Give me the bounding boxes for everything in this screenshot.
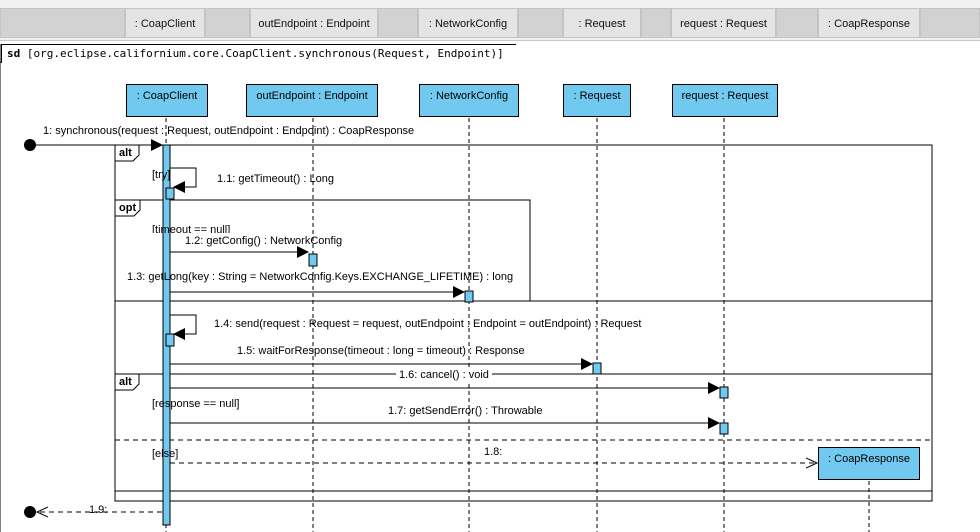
alt-inner-operator: alt bbox=[119, 376, 132, 388]
header-tab-networkconfig[interactable]: : NetworkConfig bbox=[418, 8, 518, 38]
message-1-1-arrow[interactable] bbox=[170, 167, 197, 193]
message-1-7-label: 1.7: getSendError() : Throwable bbox=[388, 405, 543, 417]
header-gap bbox=[378, 8, 418, 38]
message-1-4-arrow[interactable] bbox=[170, 314, 197, 340]
guard-else: [else] bbox=[152, 448, 179, 460]
lifeline-head-coapclient[interactable]: : CoapClient bbox=[126, 84, 208, 117]
header-gap bbox=[205, 8, 250, 38]
opt-operator: opt bbox=[119, 202, 137, 214]
message-1-6-label: 1.6: cancel() : void bbox=[396, 369, 492, 381]
header-gap bbox=[641, 8, 671, 38]
lifeline-head-request[interactable]: : Request bbox=[563, 84, 631, 117]
alt-inner-tab bbox=[115, 374, 140, 391]
activation-coapclient-1-4[interactable] bbox=[165, 333, 175, 347]
lifeline-head-networkconfig[interactable]: : NetworkConfig bbox=[419, 84, 519, 117]
opt-fragment[interactable] bbox=[114, 199, 531, 302]
alt-fragment-outer[interactable] bbox=[114, 144, 933, 502]
guard-timeout: [timeout == null] bbox=[152, 224, 231, 233]
frame-label: sd [org.eclipse.californium.core.CoapCli… bbox=[1, 44, 516, 63]
header-tab-outendpoint[interactable]: outEndpoint : Endpoint bbox=[250, 8, 378, 38]
header-tab-request[interactable]: : Request bbox=[563, 8, 641, 38]
message-1-3-label: 1.3: getLong(key : String = NetworkConfi… bbox=[127, 271, 514, 283]
guard-try: [try] bbox=[152, 169, 171, 181]
opt-tab bbox=[115, 200, 141, 217]
activation-outendpoint[interactable] bbox=[308, 253, 318, 267]
message-1-label: 1: synchronous(request : Request, outEnd… bbox=[43, 125, 415, 137]
header-gap bbox=[776, 8, 818, 38]
activation-request-instance-1-6[interactable] bbox=[719, 386, 729, 399]
alt-outer-operator: alt bbox=[119, 147, 132, 159]
frame-signature: [org.eclipse.californium.core.CoapClient… bbox=[26, 47, 504, 60]
header-tab-coapresponse[interactable]: : CoapResponse bbox=[818, 8, 920, 38]
guard-response: [response == null] bbox=[152, 398, 240, 410]
alt-outer-tab bbox=[115, 145, 140, 162]
found-message-start bbox=[24, 139, 36, 151]
activation-request[interactable] bbox=[592, 362, 602, 375]
activation-request-instance-1-7[interactable] bbox=[719, 422, 729, 435]
message-1-8-label: 1.8: bbox=[484, 446, 503, 458]
lifeline-head-request-instance[interactable]: request : Request bbox=[672, 84, 778, 117]
lifeline-head-outendpoint[interactable]: outEndpoint : Endpoint bbox=[246, 84, 378, 117]
frame-keyword: sd bbox=[7, 47, 21, 60]
activation-networkconfig[interactable] bbox=[464, 290, 474, 303]
header-gap bbox=[920, 8, 980, 38]
message-1-1-label: 1.1: getTimeout() : Long bbox=[217, 173, 334, 185]
activation-coapclient-1-1[interactable] bbox=[165, 187, 175, 200]
header-gap bbox=[0, 8, 125, 38]
header-tab-coapclient[interactable]: : CoapClient bbox=[125, 8, 205, 38]
message-1-4-label: 1.4: send(request : Request = request, o… bbox=[214, 318, 642, 330]
message-1-2-label: 1.2: getConfig() : NetworkConfig bbox=[185, 235, 343, 247]
message-1-5-label: 1.5: waitForResponse(timeout : long = ti… bbox=[237, 345, 525, 357]
lifeline-head-coapresponse[interactable]: : CoapResponse bbox=[818, 447, 920, 480]
header-tab-request-instance[interactable]: request : Request bbox=[671, 8, 776, 38]
lifeline-header-bar: : CoapClient outEndpoint : Endpoint : Ne… bbox=[0, 0, 980, 41]
header-gap bbox=[518, 8, 563, 38]
message-1-9-label: 1.9: bbox=[89, 504, 108, 516]
lost-message-end bbox=[24, 506, 36, 518]
